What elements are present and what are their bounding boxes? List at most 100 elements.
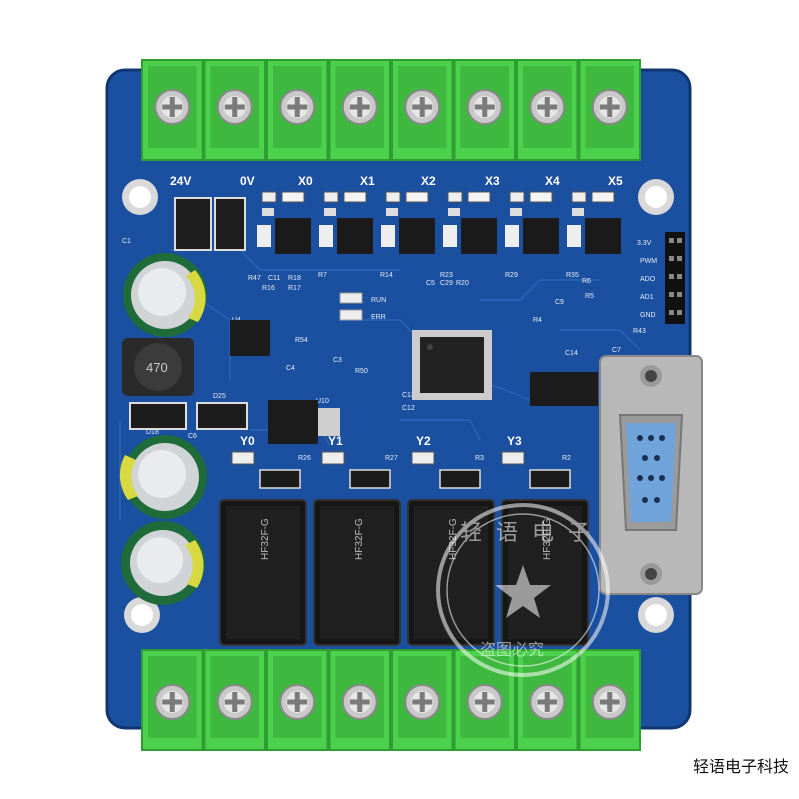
- input-smd: [386, 208, 398, 216]
- ref-r29: R29: [505, 272, 518, 279]
- ref-r17: R17: [288, 285, 301, 292]
- relay: HF32F-G: [501, 499, 589, 646]
- input-smd: [262, 208, 274, 216]
- led-label-err: ERR: [371, 314, 386, 321]
- rs232-chip: [530, 372, 598, 406]
- output-led-row: [231, 451, 571, 489]
- header-label-ado: ADO: [640, 276, 656, 283]
- input-resistor: [467, 191, 491, 203]
- err-led: [339, 309, 363, 321]
- input-led: [385, 191, 401, 203]
- corner-watermark: 轻语电子科技: [692, 757, 789, 776]
- ref-r18: R18: [288, 275, 301, 282]
- input-smd: [572, 208, 584, 216]
- output-transistor: [529, 469, 571, 489]
- led-label-run: RUN: [371, 297, 386, 304]
- regulator-tab: [318, 408, 340, 436]
- screw-icon: [154, 684, 191, 720]
- optocoupler-resistor: [257, 225, 271, 247]
- optocoupler-chip: [585, 218, 621, 254]
- optocoupler-chip: [337, 218, 373, 254]
- ref-r47: R47: [248, 275, 261, 282]
- run-led: [339, 292, 363, 304]
- ref-r4: R4: [533, 317, 542, 324]
- header-label-pwm: PWM: [640, 258, 657, 265]
- smd-diode-d18: [129, 402, 187, 430]
- ref-r35: R35: [566, 272, 579, 279]
- relay: HF32F-G: [407, 499, 495, 646]
- ref-c11: C11: [268, 275, 280, 282]
- screw-icon: [466, 89, 503, 125]
- top-terminal: [391, 59, 454, 161]
- relay: HF32F-G: [219, 499, 307, 646]
- optocoupler-chip: [399, 218, 435, 254]
- optocoupler-resistor: [381, 225, 395, 247]
- output-transistor: [349, 469, 391, 489]
- ref-d25: D25: [213, 393, 226, 400]
- relay-model-label: HF32F-G: [354, 518, 365, 560]
- input-label-0v: 0V: [240, 174, 255, 188]
- bottom-terminal: [391, 649, 454, 751]
- top-terminal: [453, 59, 516, 161]
- optocoupler-chip: [275, 218, 311, 254]
- bottom-terminal: [578, 649, 641, 751]
- input-smd: [510, 208, 522, 216]
- top-terminal: [203, 59, 266, 161]
- output-led: [411, 451, 435, 465]
- power-inductor: 470: [122, 338, 194, 396]
- relay-model-label: HF32F-G: [542, 518, 553, 560]
- input-label-x2: X2: [421, 174, 436, 188]
- bottom-terminal: [453, 649, 516, 751]
- output-led: [231, 451, 255, 465]
- screw-icon: [529, 684, 566, 720]
- ref-r2: R2: [562, 455, 571, 462]
- input-resistor: [591, 191, 615, 203]
- output-transistor: [439, 469, 481, 489]
- ref-d18: D18: [146, 429, 159, 436]
- bottom-terminal-block: [141, 649, 641, 751]
- optocoupler-resistor: [443, 225, 457, 247]
- ref-c5: C5: [426, 280, 435, 287]
- optocoupler-resistor: [567, 225, 581, 247]
- optocoupler-resistor: [505, 225, 519, 247]
- ref-r5: R5: [585, 293, 594, 300]
- screw-icon: [591, 89, 628, 125]
- input-led: [261, 191, 277, 203]
- top-terminal-block: [141, 59, 641, 161]
- input-resistor: [405, 191, 429, 203]
- output-transistor: [259, 469, 301, 489]
- input-label-x5: X5: [608, 174, 623, 188]
- ref-c1: C1: [122, 238, 131, 245]
- ref-c29: C29: [440, 280, 453, 287]
- screw-icon: [279, 684, 316, 720]
- inductor-marking: 470: [146, 360, 168, 375]
- ref-r43: R43: [633, 328, 646, 335]
- input-label-x1: X1: [360, 174, 375, 188]
- bottom-terminal: [203, 649, 266, 751]
- ref-r50: R50: [355, 368, 368, 375]
- stamp-ring-text: 轻语电子: [460, 521, 604, 546]
- relay-row: HF32F-G HF32F-G HF32F-G HF32F-G: [219, 499, 589, 646]
- input-led-row: [261, 191, 615, 216]
- input-smd: [448, 208, 460, 216]
- chip-u4: [230, 320, 270, 356]
- ref-r7: R7: [318, 272, 327, 279]
- input-label-x0: X0: [298, 174, 313, 188]
- relay-model-label: HF32F-G: [260, 518, 271, 560]
- stamp-watermark: 轻语电子 盗图必究: [436, 503, 610, 677]
- power-diode-2: [214, 197, 246, 251]
- screw-icon: [529, 89, 566, 125]
- optocoupler-chip: [461, 218, 497, 254]
- header-label-3v3: 3.3V: [637, 240, 652, 247]
- header-label-gnd: GND: [640, 312, 656, 319]
- input-resistor: [529, 191, 553, 203]
- ref-r23: R23: [440, 272, 453, 279]
- screw-icon: [466, 684, 503, 720]
- ref-r3: R3: [475, 455, 484, 462]
- capacitor-top: [123, 253, 207, 337]
- pin-header: [665, 232, 685, 324]
- output-led: [321, 451, 345, 465]
- ref-u10: U10: [316, 398, 329, 405]
- ref-r27: R27: [385, 455, 398, 462]
